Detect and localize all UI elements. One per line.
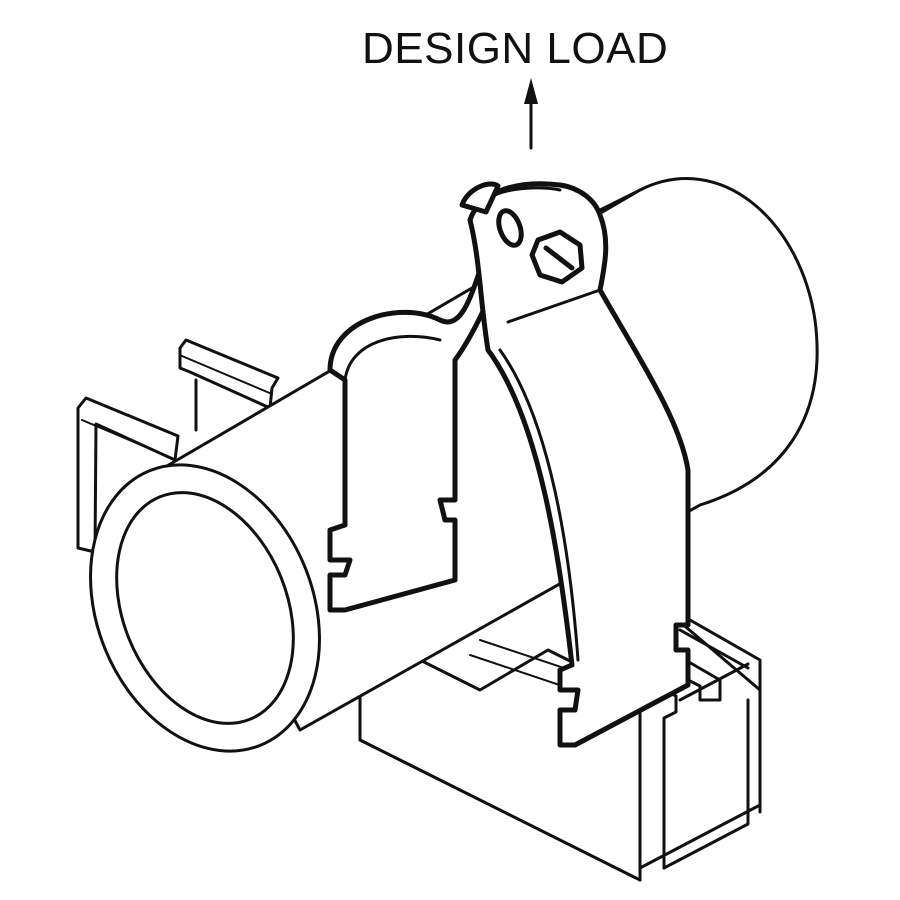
pipe-clamp-front-strap: [467, 181, 691, 748]
pipe: [89, 177, 819, 753]
design-load-arrow-icon: [524, 78, 538, 150]
clamp-bolt-icon: [459, 181, 585, 285]
design-load-label: DESIGN LOAD: [362, 24, 669, 73]
